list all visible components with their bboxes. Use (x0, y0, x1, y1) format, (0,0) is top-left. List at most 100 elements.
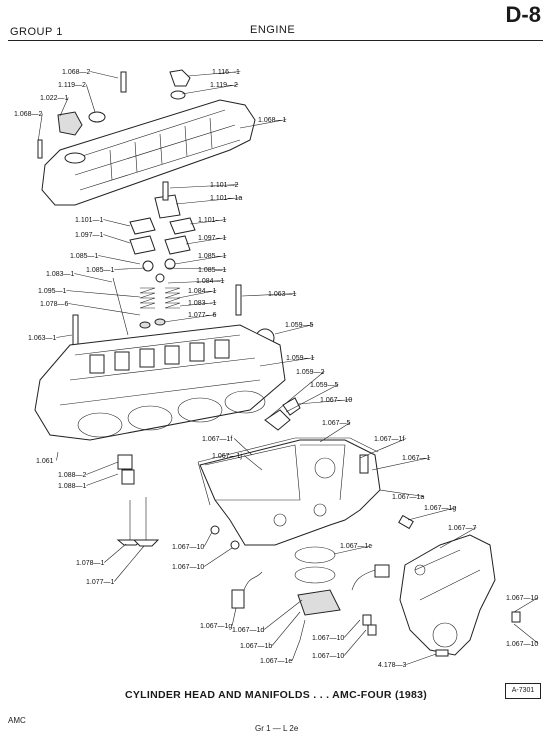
leader-line (291, 639, 301, 661)
part-label: 1.067—1f (374, 436, 404, 443)
leader-line (177, 290, 217, 299)
valves (116, 497, 160, 547)
part-label: 4.178—3 (378, 662, 407, 669)
part-label: 1.067—1g (200, 623, 232, 630)
intake-manifold (199, 439, 381, 546)
part-label: 1.078—1 (76, 560, 105, 567)
leader-line (271, 611, 301, 646)
part-label: 1.067—1e (260, 658, 292, 665)
part-label: 1.022—1 (40, 95, 69, 102)
leader-line (167, 280, 225, 284)
part-label: 1.097—1 (198, 235, 227, 242)
part-label: 1.067—1f (202, 436, 232, 443)
part-label: 1.067—1g (424, 505, 456, 512)
leader-line (513, 623, 539, 644)
part-label: 1.067—7 (448, 525, 477, 532)
sensor (359, 454, 369, 474)
part-label: 1.101—1 (198, 217, 227, 224)
stud (299, 619, 306, 641)
leader-line (233, 438, 253, 456)
leader-line (174, 255, 227, 265)
wire (351, 569, 376, 591)
footer-center: Gr 1 — L 2e (255, 724, 299, 733)
leader-line (439, 527, 477, 549)
nut (230, 540, 240, 550)
leader-line (239, 119, 287, 129)
leader-line (371, 457, 431, 471)
part-label: 1.061 (36, 458, 54, 465)
part-label: 1.063—1 (28, 335, 57, 342)
fitting (264, 409, 291, 431)
part-label: 1.097—1 (75, 232, 104, 239)
part-label: 1.067—1 (402, 455, 431, 462)
part-label: 1.119—2 (210, 82, 238, 89)
leader-line (56, 451, 59, 461)
part-label: 1.067—10 (172, 564, 204, 571)
part-label: 1.067—10 (312, 635, 344, 642)
leader-line (343, 619, 361, 638)
part-label: 1.067—5 (322, 420, 351, 427)
grommet (88, 111, 106, 123)
part-label: 1.085—1 (198, 253, 227, 260)
leader-line (169, 184, 239, 189)
leader-line (407, 507, 457, 521)
part-label: 1.101—1 (75, 217, 104, 224)
leader-line (231, 607, 237, 626)
stud (120, 71, 127, 93)
figure-id: A-7301 (505, 683, 541, 699)
part-label: 1.067—1c (340, 543, 372, 550)
leader-line (90, 71, 119, 79)
part-label: 1.085—1 (198, 267, 227, 274)
nut (511, 611, 521, 623)
leader-line (179, 302, 217, 307)
part-label: 1.101—1a (210, 195, 242, 202)
valve-guide (117, 454, 133, 470)
leader-line (167, 267, 227, 270)
bolt (37, 139, 43, 159)
leader-line (264, 599, 303, 630)
leader-line (103, 234, 131, 244)
part-label: 1.084—1 (196, 278, 225, 285)
leader-line (513, 597, 539, 613)
leader-line (241, 293, 297, 297)
washer (210, 525, 220, 535)
leader-line (343, 629, 367, 656)
leader-line (103, 219, 131, 227)
part-label: 1.083—1 (46, 271, 75, 278)
group-label: GROUP 1 (10, 26, 63, 38)
leader-line (163, 314, 217, 323)
part-label: 1.095—1 (38, 288, 67, 295)
leader-line (86, 84, 96, 113)
part-label: 1.068—2 (62, 69, 91, 76)
leader-line (104, 543, 127, 563)
leader-line (359, 438, 407, 459)
part-label: 1.078—6 (40, 301, 69, 308)
part-label: 1.059—2 (296, 369, 325, 376)
nut (367, 624, 377, 636)
leader-line (86, 461, 119, 475)
egr-valve (297, 589, 341, 616)
leader-line (189, 219, 227, 225)
pcv-elbow (169, 69, 191, 87)
leader-line (203, 531, 213, 547)
pcv-grommet (170, 90, 186, 100)
page-number: D-8 (505, 2, 541, 27)
part-label: 1.059—5 (310, 382, 339, 389)
leader-line (37, 113, 43, 143)
part-label: 1.088—2 (58, 472, 87, 479)
leader-line (187, 71, 241, 77)
leader-line (274, 324, 314, 335)
part-label: 1.067—1a (392, 494, 424, 501)
part-label: 1.059—1 (286, 355, 315, 362)
leader-line (175, 197, 243, 205)
leader-line (86, 473, 119, 486)
leader-line (59, 97, 69, 117)
part-label: 1.083—1 (188, 300, 217, 307)
leader-line (114, 545, 145, 582)
part-label: 1.085—1 (70, 253, 99, 260)
leader-line (204, 547, 233, 567)
leader-line (319, 422, 351, 443)
section-title: ENGINE (250, 24, 296, 36)
leader-line (74, 273, 113, 283)
